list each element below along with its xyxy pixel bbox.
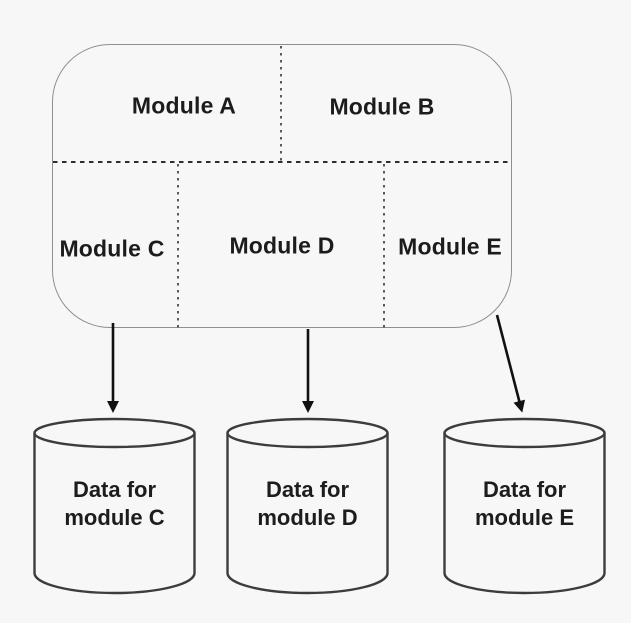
divider-module-a-b xyxy=(280,46,282,161)
database-cylinder-icon xyxy=(443,417,606,595)
datastore-d-label-line2: module D xyxy=(257,505,358,530)
module-a-label: Module A xyxy=(131,92,237,119)
database-cylinder-icon xyxy=(33,417,196,595)
datastore-e-label-line1: Data for xyxy=(482,477,567,502)
datastore-e: Data for module E xyxy=(442,416,607,598)
datastore-c: Data for module C xyxy=(32,416,197,598)
datastore-d-label: Data for module D xyxy=(225,476,390,532)
datastore-c-label-line1: Data for xyxy=(72,477,157,502)
divider-top-bottom-rows xyxy=(53,161,511,163)
system-boundary-box xyxy=(52,44,512,328)
datastore-d-label-line1: Data for xyxy=(265,477,350,502)
datastore-c-label: Data for module C xyxy=(32,476,197,532)
divider-module-d-e xyxy=(383,164,385,330)
divider-module-c-d xyxy=(177,164,179,331)
datastore-e-label: Data for module E xyxy=(442,476,607,532)
datastore-e-label-line2: module E xyxy=(474,505,574,530)
module-b-label: Module B xyxy=(329,93,435,120)
module-e-label: Module E xyxy=(398,233,502,260)
module-c-label: Module C xyxy=(59,235,165,262)
database-cylinder-icon xyxy=(226,417,389,595)
datastore-d: Data for module D xyxy=(225,416,390,598)
datastore-c-label-line2: module C xyxy=(64,505,165,530)
module-d-label: Module D xyxy=(229,232,335,259)
arrow-module-e-to-datastore-e xyxy=(495,314,526,413)
